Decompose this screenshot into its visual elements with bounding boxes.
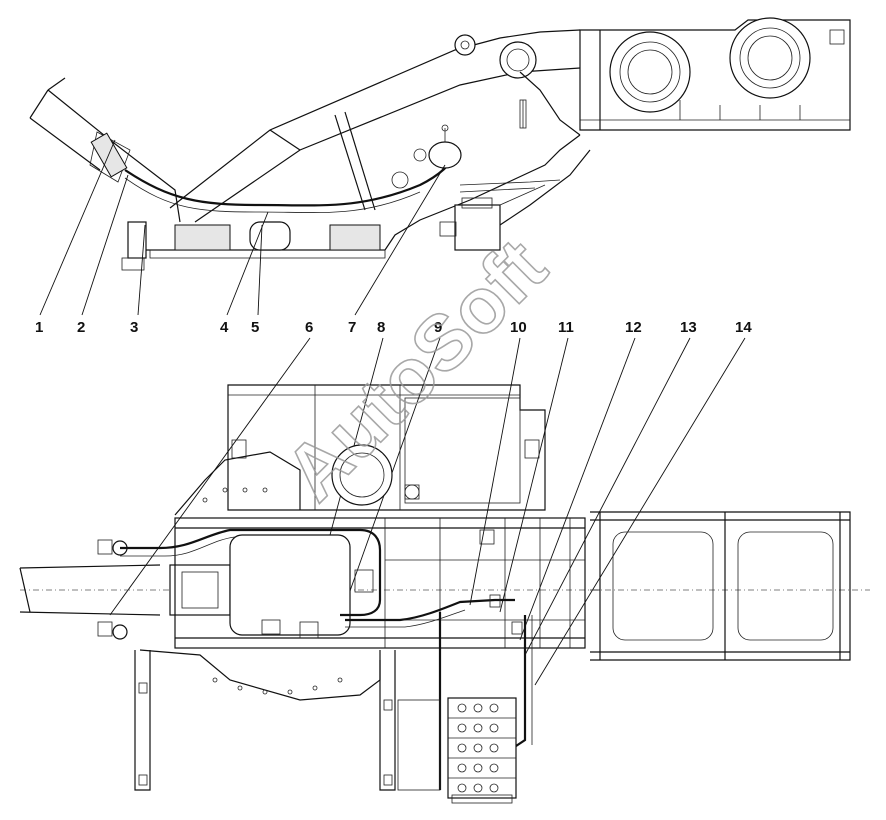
leader-5 [257,224,263,316]
lower-chassis [121,134,591,271]
callout-5: 5 [251,319,259,336]
leader-8 [329,337,384,536]
side-elevation-view [29,17,851,271]
callout-2: 2 [77,319,85,336]
pivot-housing [579,17,851,131]
callout-9: 9 [434,319,442,336]
leader-2 [81,174,129,316]
leader-7 [354,164,446,316]
leader-13 [524,337,691,656]
callout-1: 1 [35,319,43,336]
callout-8: 8 [377,319,385,336]
callout-4: 4 [220,319,229,336]
leader-12 [519,337,636,641]
leader-1 [39,139,116,316]
valve-stack [447,697,517,804]
leader-6 [109,337,311,616]
callout-6: 6 [305,319,313,336]
main-frame [169,29,581,223]
leader-11 [499,337,569,613]
rear-chassis [590,511,851,661]
support-legs [134,650,441,791]
callout-7: 7 [348,319,356,336]
callout-10: 10 [510,319,527,336]
upper-platform [227,384,546,511]
callout-14: 14 [735,319,752,336]
frame-rails [174,517,586,649]
valve-block-side [439,184,546,251]
leader-4 [226,211,269,316]
callout-12: 12 [625,319,642,336]
plan-view [19,384,870,804]
leader-10 [469,337,521,606]
callout-3: 3 [130,319,138,336]
callout-13: 13 [680,319,697,336]
boom-plan [19,539,231,640]
leader-3 [137,224,146,316]
callout-group: 1 2 3 4 5 6 7 8 9 10 11 12 13 14 [35,139,752,686]
leader-9 [344,337,441,606]
watermark: AutoSoft [268,222,563,517]
hydraulic-lines-side [124,124,561,213]
hydraulic-lines-plan [120,528,533,790]
boom-arm [29,77,181,223]
callout-11: 11 [558,319,574,336]
